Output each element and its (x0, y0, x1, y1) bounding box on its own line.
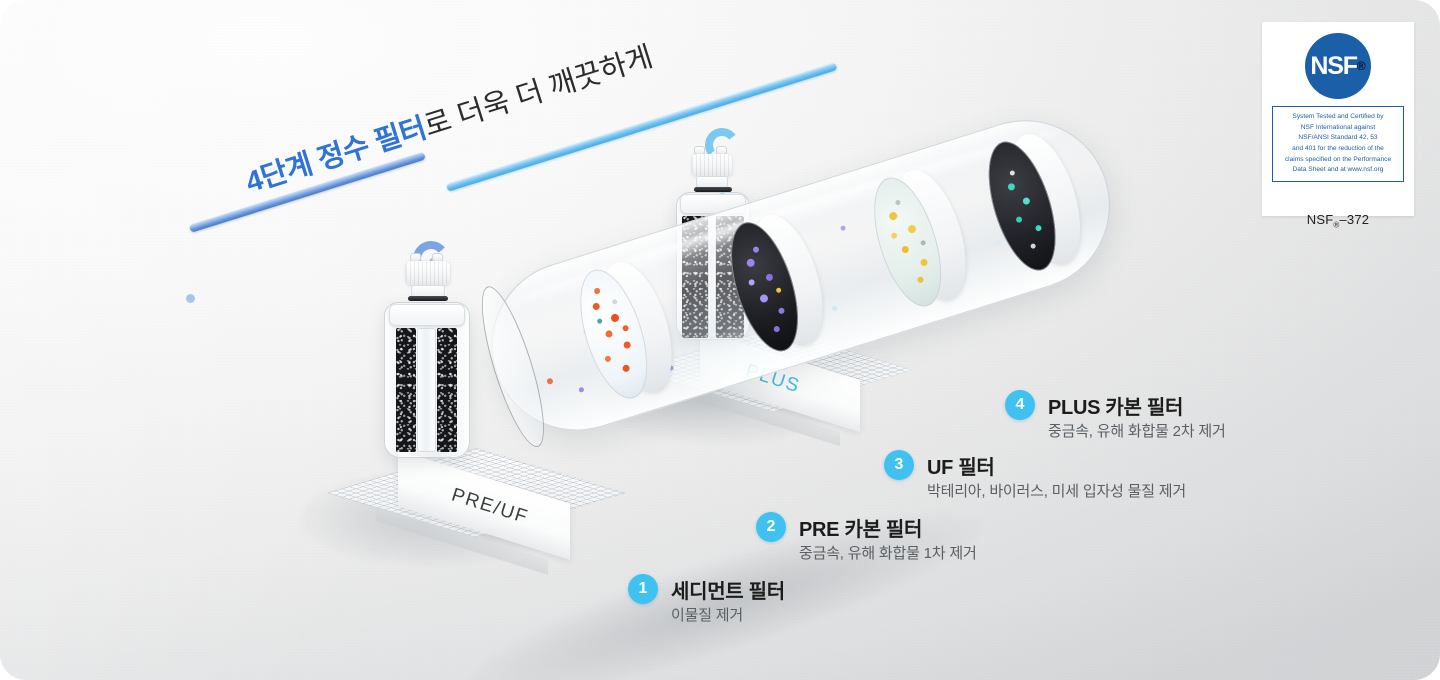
uf-particle (916, 276, 925, 284)
sediment-particle (621, 364, 631, 373)
legend-title-1: 세디먼트 필터 (671, 581, 785, 603)
plus-carbon-particle (1007, 182, 1016, 192)
uf-particle (906, 224, 918, 235)
legend-subtitle-3: 박테리아, 바이러스, 미세 입자성 물질 제거 (927, 483, 1186, 500)
uf-particle (919, 239, 927, 246)
legend-badge-2: 2 (756, 512, 786, 542)
nsf-logo-text: NSF (1310, 51, 1358, 80)
preuf-cartridge-core (417, 328, 436, 452)
page-title-rest: 로 더욱 더 깨끗하게 (420, 40, 657, 143)
legend-title-3: UF 필터 (927, 457, 995, 479)
sediment-particle (611, 298, 618, 305)
preuf-cartridge-port-left (410, 253, 421, 262)
preuf-cartridge-cap (406, 261, 450, 285)
pre-carbon-particle (772, 325, 781, 333)
sediment-particle (596, 317, 603, 325)
nsf-statement-line: and 401 for the reduction of the (1292, 145, 1384, 153)
preuf-cartridge-collar (389, 304, 465, 326)
plus-cartridge-cap (692, 154, 732, 176)
plus-carbon-particle (1021, 196, 1031, 206)
legend-title-2: PRE 카본 필터 (799, 519, 923, 541)
legend-subtitle-4: 중금속, 유해 화합물 2차 제거 (1048, 423, 1226, 440)
preuf-cartridge-body (384, 302, 470, 458)
nsf-statement-line: System Tested and Certified by (1292, 113, 1384, 120)
sediment-particle (593, 287, 601, 295)
nsf-statement: System Tested and Certified by NSF Inter… (1272, 106, 1404, 183)
inlet-tube-dark-tip (186, 294, 195, 303)
sediment-particle (622, 340, 632, 350)
nsf-code-suffix: –372 (1339, 212, 1370, 227)
uf-particle (890, 231, 898, 240)
sediment-particle (591, 302, 601, 311)
uf-particle (894, 199, 902, 206)
page-title: 4단계 정수 필터로 더욱 더 깨끗하게 (240, 33, 658, 201)
nsf-certification-mark: NSF® System Tested and Certified by NSF … (1262, 22, 1414, 230)
legend-badge-1: 1 (628, 574, 658, 604)
plus-cartridge-oring (694, 187, 732, 192)
uf-particle (900, 245, 910, 254)
plus-cartridge-port-right (716, 146, 727, 155)
preuf-cartridge-carbon-right (437, 328, 457, 452)
preuf-cartridge (384, 253, 470, 458)
nsf-standard-code: NSF®–372 (1262, 212, 1414, 230)
nsf-statement-line: claims specified on the Performance (1284, 155, 1392, 163)
nsf-statement-line: NSF/ANSI Standard 42, 53 (1298, 134, 1378, 142)
nsf-statement-line: Data Sheet and at www.nsf.org (1292, 166, 1384, 174)
sediment-particle (604, 355, 612, 363)
pre-carbon-particle (752, 245, 760, 254)
pre-carbon-particle (747, 278, 756, 287)
nsf-logo-registered: ® (1356, 59, 1366, 73)
preuf-cartridge-oring (408, 296, 448, 301)
plus-carbon-particle (1015, 215, 1023, 224)
sediment-particle (604, 329, 614, 339)
nsf-statement-line: NSF International against (1300, 123, 1376, 131)
legend-title-4: PLUS 카본 필터 (1048, 397, 1184, 419)
preuf-cartridge-port-right (432, 253, 443, 262)
plus-carbon-particle (1009, 169, 1016, 177)
sediment-particle (609, 312, 620, 323)
uf-particle (888, 211, 899, 222)
legend-subtitle-2: 중금속, 유해 화합물 1차 제거 (799, 545, 977, 562)
nsf-code-registered: ® (1333, 220, 1340, 230)
pre-carbon-particle (758, 293, 769, 304)
sediment-particle (621, 324, 630, 332)
nsf-code-prefix: NSF (1306, 212, 1334, 227)
plus-carbon-particle (1030, 242, 1037, 250)
pre-carbon-particle (745, 257, 756, 268)
pre-carbon-particle (765, 272, 774, 282)
plus-carbon-particle (1034, 224, 1043, 232)
plus-cartridge-port-left (694, 146, 705, 155)
pre-carbon-particle (775, 287, 782, 294)
pre-carbon-particle (777, 307, 786, 315)
preuf-cartridge-neck (411, 285, 445, 297)
legend-badge-3: 3 (884, 450, 914, 480)
uf-particle (919, 258, 929, 267)
plus-cartridge-neck (696, 176, 728, 188)
legend-subtitle-1: 이물질 제거 (671, 607, 743, 624)
legend-badge-4: 4 (1005, 390, 1035, 420)
preuf-cartridge-carbon-left (396, 328, 416, 452)
nsf-logo-icon: NSF® (1305, 33, 1371, 99)
